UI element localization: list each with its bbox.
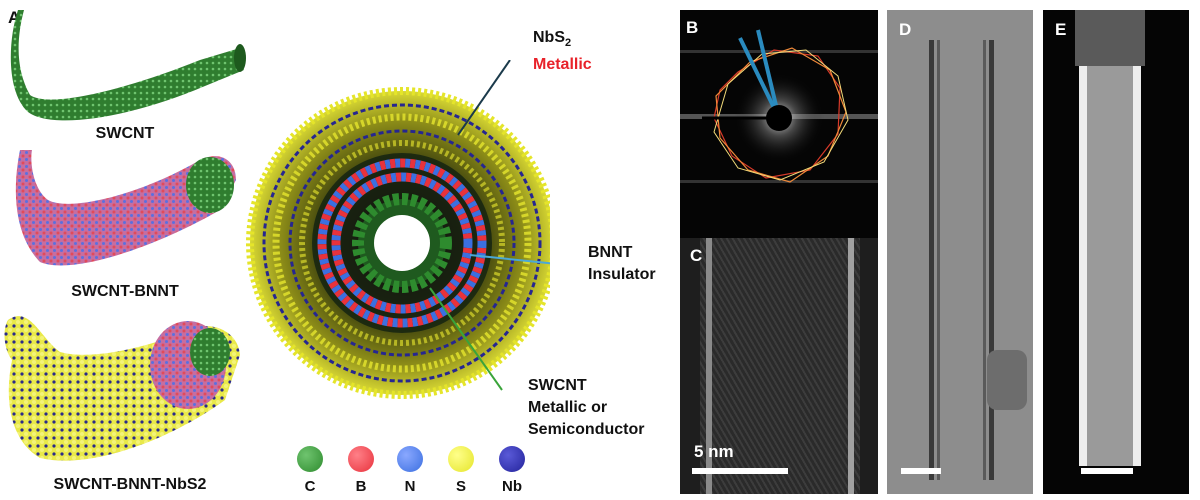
legend-boron: B <box>331 446 391 495</box>
scale-bar <box>901 468 941 474</box>
swcnt-tube-model <box>10 10 246 121</box>
boron-dot <box>348 446 374 472</box>
crystal-particle <box>987 350 1027 410</box>
swcnt-property-2: Semiconductor <box>528 421 645 438</box>
bnnt-property: Insulator <box>588 266 656 283</box>
panel-a-tubes <box>4 10 246 461</box>
tube-wall <box>989 40 994 480</box>
nbs2-callout: NbS2 Metallic <box>533 27 592 76</box>
bright-tube <box>1079 66 1141 466</box>
legend-niobium: Nb <box>482 446 542 495</box>
panel-c-letter: C <box>690 246 703 265</box>
carbon-dot <box>297 446 323 472</box>
legend-label: C <box>304 478 316 495</box>
nitrogen-dot <box>397 446 423 472</box>
legend-label: Nb <box>502 478 522 495</box>
cross-section-diagram <box>246 60 550 399</box>
bnnt-ring-inner <box>331 172 473 314</box>
legend-label: N <box>404 478 416 495</box>
bnnt-callout-line <box>469 254 550 265</box>
panel-c-tem-image: C 5 nm <box>680 238 878 494</box>
swcnt-bnnt-tube-model <box>15 150 237 266</box>
scale-bar <box>1081 468 1133 474</box>
tube-cap <box>1075 10 1145 66</box>
bnnt-callout: BNNT Insulator <box>588 242 656 286</box>
swcnt-property-1: Metallic or <box>528 399 608 416</box>
nbs2-subscript: 2 <box>565 37 572 50</box>
diffraction-pattern <box>680 29 878 183</box>
nanotube-wall <box>700 238 860 494</box>
hollow-core <box>374 215 430 271</box>
scale-label: 5 nm <box>694 442 734 461</box>
legend-sulfur: S <box>431 446 491 495</box>
swcnt-bnnt-label: SWCNT-BNNT <box>71 283 179 300</box>
panel-e-stem-image: E <box>1043 10 1189 494</box>
nbs2-callout-line <box>457 60 511 136</box>
scale-bar <box>692 468 788 474</box>
tube-wall <box>983 40 986 480</box>
legend-nitrogen: N <box>380 446 440 495</box>
tube-edge <box>848 238 854 494</box>
nbs2-property: Metallic <box>533 56 592 74</box>
tube-wall <box>937 40 940 480</box>
legend-carbon: C <box>280 446 340 495</box>
swcnt-callout-line <box>429 287 503 391</box>
bnnt-name: BNNT <box>588 244 633 261</box>
swcnt-name: SWCNT <box>528 377 587 394</box>
swcnt-label: SWCNT <box>95 125 155 142</box>
legend-label: B <box>355 478 367 495</box>
bnnt-ring-outer <box>317 158 487 328</box>
panel-d-letter: D <box>899 20 912 39</box>
nbs2-formula: NbS <box>533 29 565 46</box>
swcnt-bnnt-nbs2-tube-model <box>4 316 240 461</box>
swcnt-callout: SWCNT Metallic or Semiconductor <box>528 375 644 441</box>
panel-b-letter: B <box>686 18 699 37</box>
panel-d-tem-image: D <box>887 10 1033 494</box>
swcnt-bnnt-nbs2-label: SWCNT-BNNT-NbS2 <box>53 476 207 493</box>
tube-wall <box>929 40 934 480</box>
panel-b-diffraction: B <box>680 10 878 238</box>
legend-label: S <box>455 478 466 495</box>
niobium-dot <box>499 446 525 472</box>
sulfur-dot <box>448 446 474 472</box>
tube-edge <box>706 238 712 494</box>
panel-e-letter: E <box>1055 20 1067 39</box>
